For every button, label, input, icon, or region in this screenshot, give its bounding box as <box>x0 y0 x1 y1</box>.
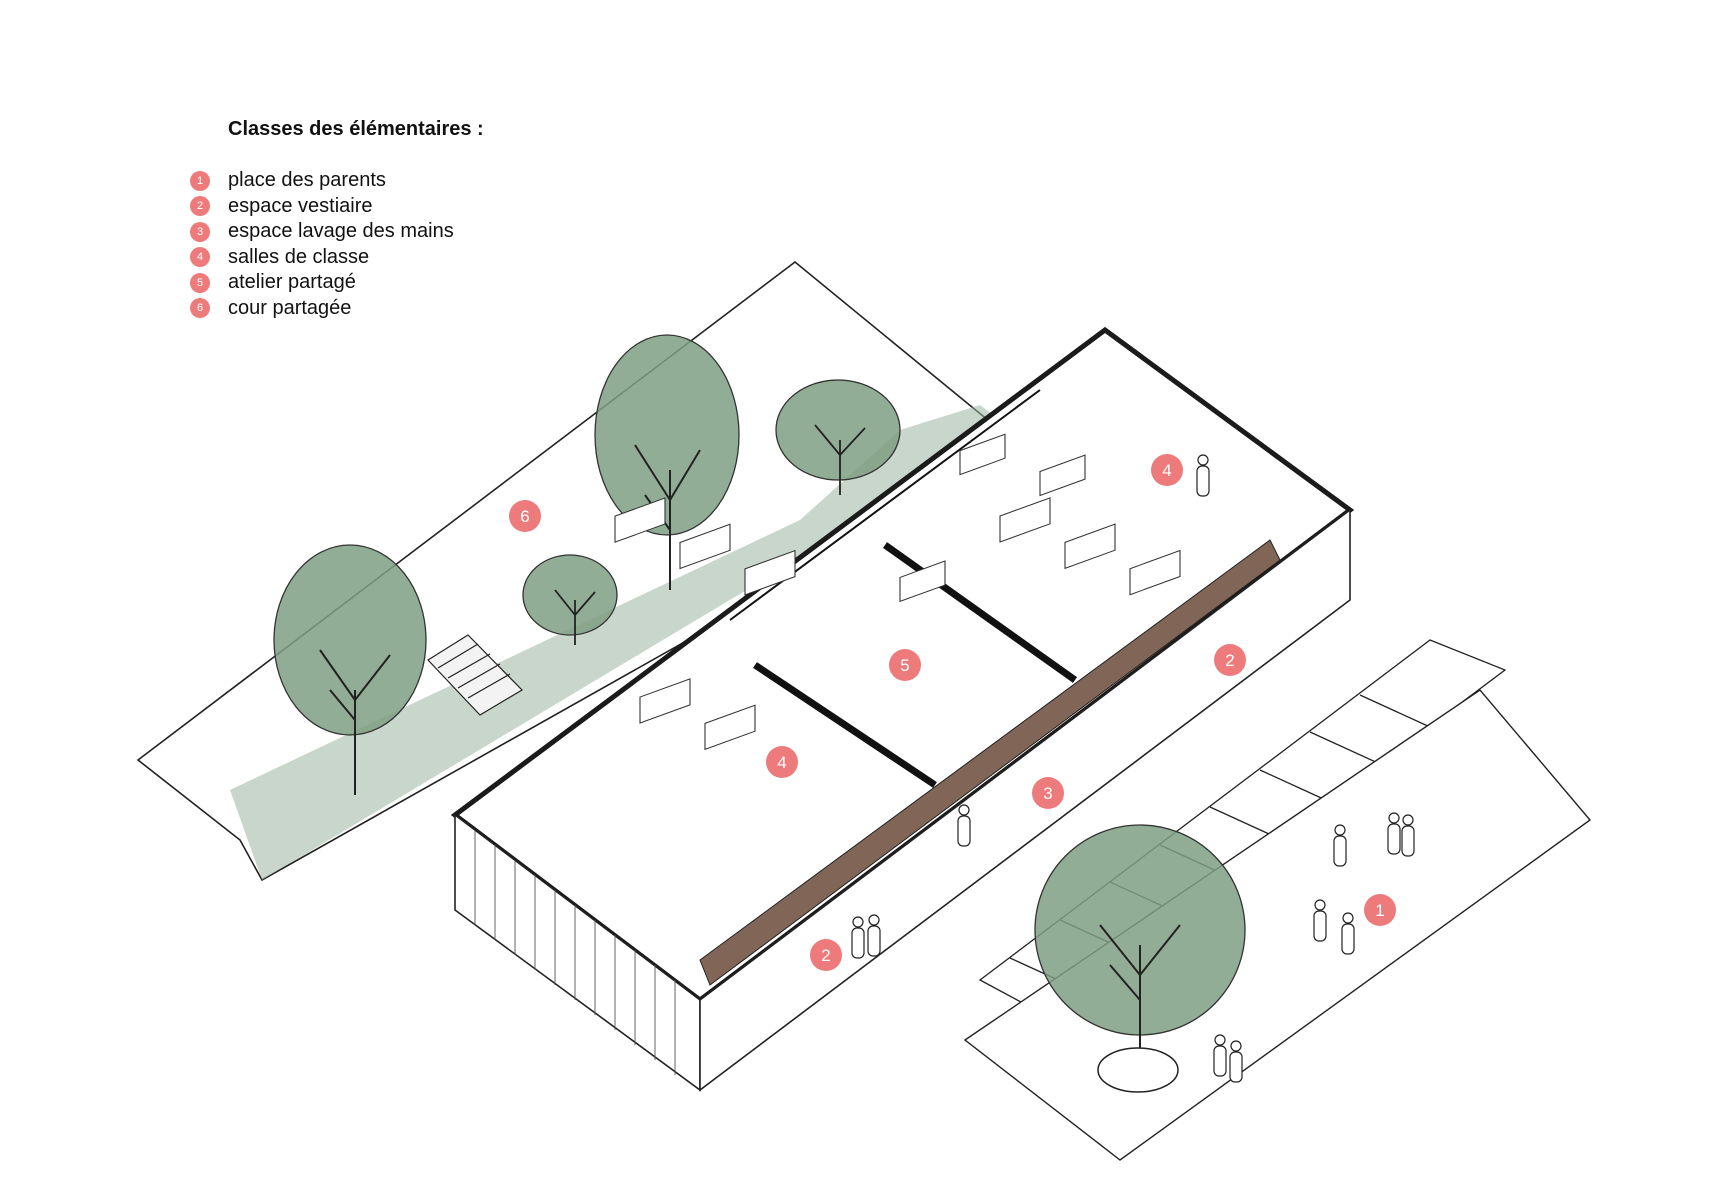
marker-2-left: 2 <box>810 939 842 971</box>
legend-number-badge: 1 <box>190 170 210 191</box>
svg-text:2: 2 <box>821 946 830 965</box>
marker-4-lower: 4 <box>766 746 798 778</box>
legend-number-badge: 4 <box>190 247 210 268</box>
legend-item: 1 place des parents <box>190 168 454 194</box>
person-icon <box>867 914 881 957</box>
marker-3: 3 <box>1032 777 1064 809</box>
person-icon <box>1333 824 1347 867</box>
marker-5: 5 <box>889 649 921 681</box>
person-icon <box>1213 1034 1227 1077</box>
legend-label: espace vestiaire <box>228 194 373 217</box>
tree-icon <box>273 544 427 795</box>
person-icon <box>1229 1040 1243 1083</box>
tree-icon <box>594 334 740 590</box>
diagram-markers: 6 4 5 4 3 2 2 1 <box>509 454 1396 971</box>
legend-list: 1 place des parents 2 espace vestiaire 3… <box>190 168 454 321</box>
svg-text:5: 5 <box>900 656 909 675</box>
legend-item: 6 cour partagée <box>190 296 454 322</box>
legend-label: cour partagée <box>228 296 352 319</box>
marker-6: 6 <box>509 500 541 532</box>
marker-4-upper: 4 <box>1151 454 1183 486</box>
legend-label: atelier partagé <box>228 271 356 294</box>
legend-title: Classes des élémentaires : <box>228 118 484 140</box>
legend-number-badge: 2 <box>190 196 210 217</box>
garden-stairs <box>427 634 523 716</box>
legend-item: 2 espace vestiaire <box>190 194 454 220</box>
tree-icon <box>1034 824 1246 1093</box>
svg-text:2: 2 <box>1225 651 1234 670</box>
legend-number-badge: 6 <box>190 298 210 319</box>
person-icon <box>957 804 971 847</box>
tree-icon <box>522 554 618 645</box>
legend-number-badge: 3 <box>190 221 210 242</box>
person-icon <box>1341 912 1355 955</box>
legend-label: salles de classe <box>228 245 370 268</box>
svg-text:3: 3 <box>1043 784 1052 803</box>
legend-item: 5 atelier partagé <box>190 270 454 296</box>
person-icon <box>1313 899 1327 942</box>
person-icon <box>1401 814 1415 857</box>
classroom-furniture <box>614 433 1181 751</box>
svg-text:1: 1 <box>1375 901 1384 920</box>
legend-item: 4 salles de classe <box>190 245 454 271</box>
legend-number-badge: 5 <box>190 272 210 293</box>
marker-1: 1 <box>1364 894 1396 926</box>
svg-text:4: 4 <box>777 753 786 772</box>
person-icon <box>1387 812 1401 855</box>
legend-label: espace lavage des mains <box>228 220 454 243</box>
parents-square-ground <box>963 689 1592 1161</box>
people-figures <box>851 454 1415 1083</box>
tree-icon <box>775 379 901 495</box>
legend-item: 3 espace lavage des mains <box>190 219 454 245</box>
svg-text:4: 4 <box>1162 461 1171 480</box>
legend-label: place des parents <box>228 169 386 192</box>
svg-text:6: 6 <box>520 507 529 526</box>
person-icon <box>851 916 865 959</box>
marker-2-right: 2 <box>1214 644 1246 676</box>
courtyard-trees <box>273 334 901 795</box>
person-icon <box>1196 454 1210 497</box>
